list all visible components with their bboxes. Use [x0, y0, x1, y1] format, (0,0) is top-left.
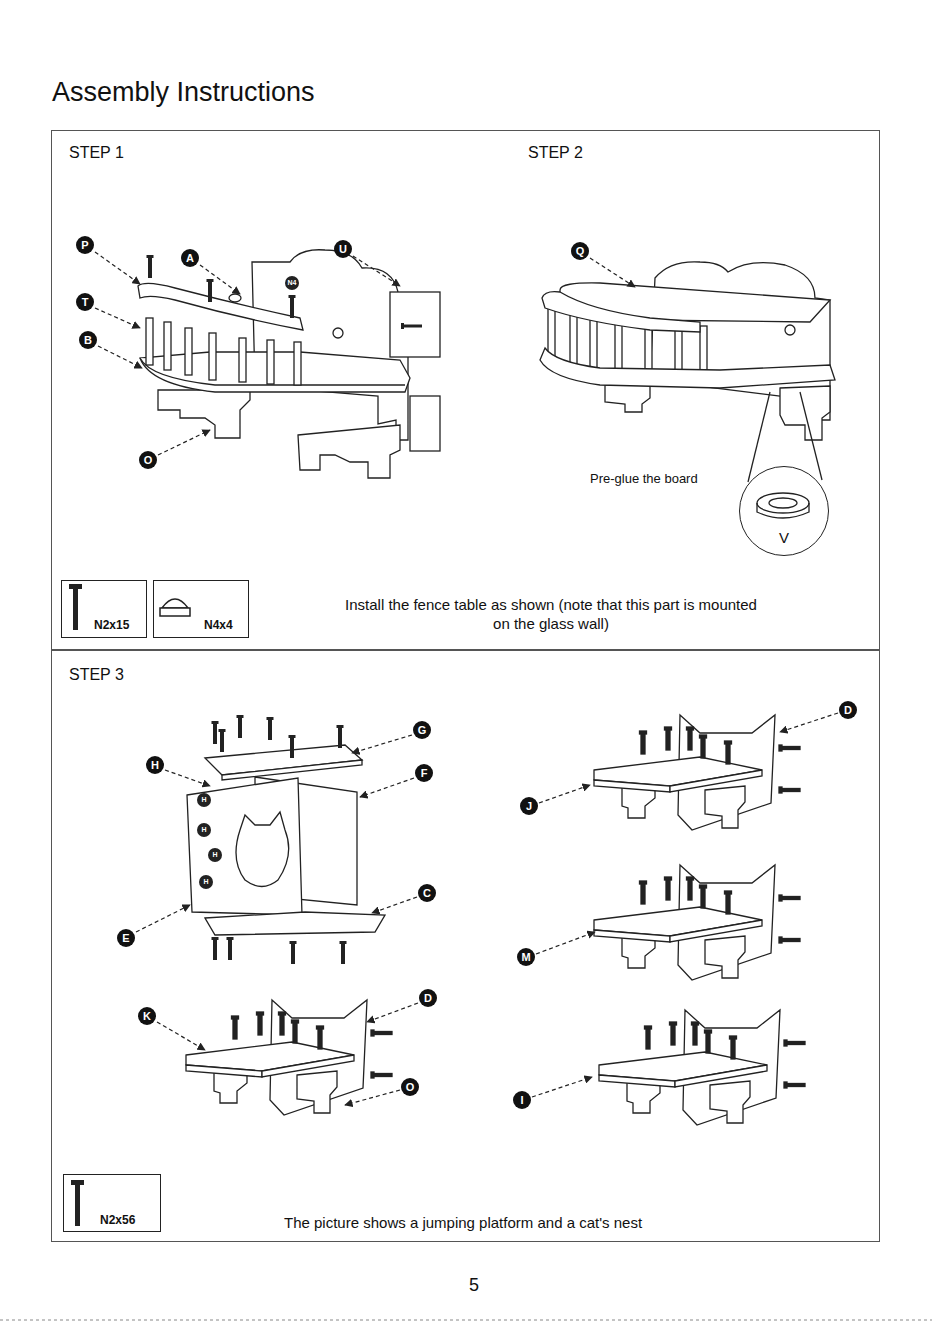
note-text: 5 — [469, 1274, 479, 1297]
hardware-code: N4x4 — [204, 618, 233, 633]
step-panel: STEP 3 The picture shows a jumping platfo… — [51, 650, 880, 1242]
step-heading: STEP 3 — [69, 665, 124, 685]
part-mark: H — [199, 875, 213, 889]
part-mark: N4 — [285, 276, 299, 290]
callout-letter: P — [76, 236, 94, 254]
callout-letter: M — [517, 948, 535, 966]
hardware-code: N2x56 — [100, 1213, 135, 1228]
detail-circle: V — [739, 466, 829, 556]
step-heading: STEP 2 — [528, 143, 583, 163]
hardware-box: N2x56 — [63, 1174, 161, 1232]
callout-letter: D — [839, 701, 857, 719]
hardware-box: N2x15 — [61, 580, 147, 638]
hardware-box: N4x4 — [153, 580, 249, 638]
callout-letter: U — [334, 240, 352, 258]
callout-letter: J — [520, 797, 538, 815]
callout-letter: T — [76, 293, 94, 311]
hardware-code: N2x15 — [94, 618, 129, 633]
part-letter: V — [740, 529, 828, 548]
callout-letter: B — [79, 331, 97, 349]
callout-letter: Q — [571, 242, 589, 260]
panel-caption: The picture shows a jumping platform and… — [284, 1214, 642, 1233]
note-text: Pre-glue the board — [590, 471, 698, 487]
page-title: Assembly Instructions — [52, 76, 315, 110]
callout-letter: D — [419, 989, 437, 1007]
callout-letter: A — [181, 249, 199, 267]
callout-letter: K — [138, 1007, 156, 1025]
part-mark: H — [197, 823, 211, 837]
callout-letter: C — [418, 884, 436, 902]
instruction-note: Install the fence table as shown (note t… — [341, 596, 761, 634]
callout-letter: H — [146, 756, 164, 774]
part-mark: H — [208, 848, 222, 862]
step-heading: STEP 1 — [69, 143, 124, 163]
callout-letter: O — [401, 1078, 419, 1096]
callout-letter: E — [117, 929, 135, 947]
callout-letter: O — [139, 451, 157, 469]
callout-letter: G — [413, 721, 431, 739]
step-panel: STEP 1 STEP 2 Install the fence table as s… — [51, 130, 880, 650]
callout-letter: F — [415, 764, 433, 782]
callout-letter: I — [513, 1091, 531, 1109]
part-mark: H — [197, 793, 211, 807]
